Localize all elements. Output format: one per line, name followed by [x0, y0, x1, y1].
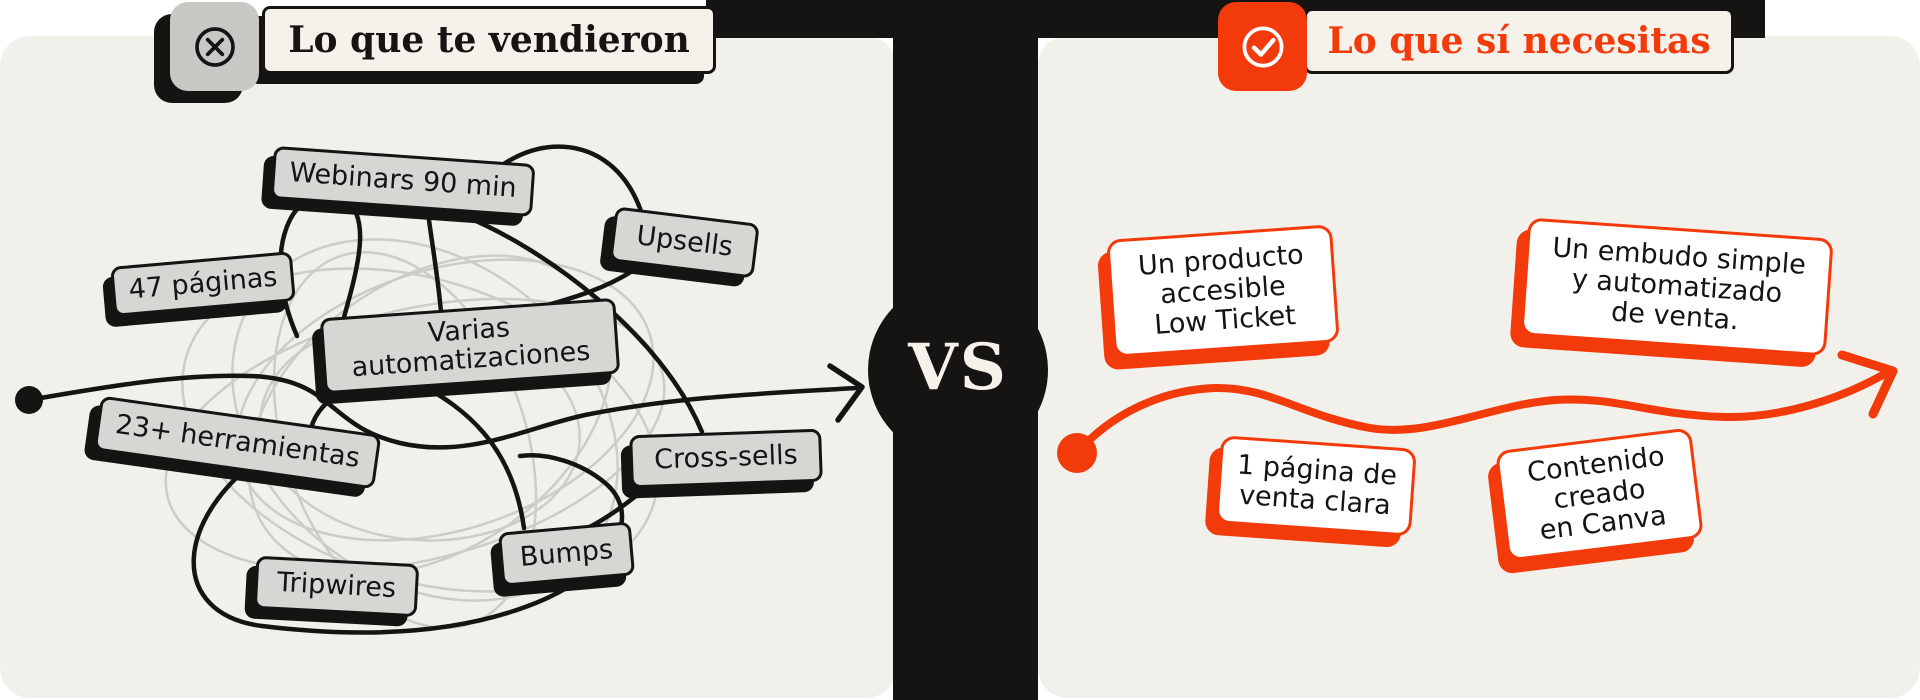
- vs-badge: VS: [868, 280, 1048, 460]
- tag-cross-sells: Cross-sells: [629, 428, 823, 489]
- vs-text: VS: [908, 329, 1008, 405]
- left-panel-title: Lo que te vendieron: [262, 6, 716, 74]
- tag-webinars-label: Webinars 90 min: [288, 157, 518, 205]
- card-pagina-venta: 1 página de venta clara: [1215, 435, 1417, 537]
- tag-47-paginas-label: 47 páginas: [127, 261, 279, 306]
- tag-tripwires-label: Tripwires: [276, 567, 397, 605]
- right-panel-title: Lo que sí necesitas: [1304, 8, 1734, 74]
- flow-line: [1073, 368, 1892, 457]
- tag-bumps-label: Bumps: [518, 533, 615, 573]
- left-start-dot: [15, 386, 43, 414]
- check-circle-icon: [1218, 2, 1307, 91]
- tag-cross-sells-label: Cross-sells: [653, 439, 799, 476]
- tag-bumps: Bumps: [497, 521, 636, 587]
- left-title-text: Lo que te vendieron: [288, 19, 690, 61]
- right-title-text: Lo que sí necesitas: [1327, 20, 1711, 62]
- card-producto-low-ticket: Un producto accesible Low Ticket: [1106, 224, 1340, 358]
- tag-varias-line2: automatizaciones: [350, 335, 592, 384]
- card-embudo-line3: de venta.: [1610, 296, 1740, 337]
- card-embudo-simple: Un embudo simple y automatizado de venta…: [1520, 217, 1834, 357]
- x-circle-icon: [170, 2, 259, 91]
- right-start-dot: [1057, 433, 1097, 473]
- tag-upsells-label: Upsells: [634, 220, 735, 263]
- right-arrow-right-icon: [1837, 350, 1898, 419]
- tag-tripwires: Tripwires: [253, 555, 420, 618]
- right-panel-background: [1038, 36, 1920, 698]
- left-arrow-right-icon: [827, 363, 865, 423]
